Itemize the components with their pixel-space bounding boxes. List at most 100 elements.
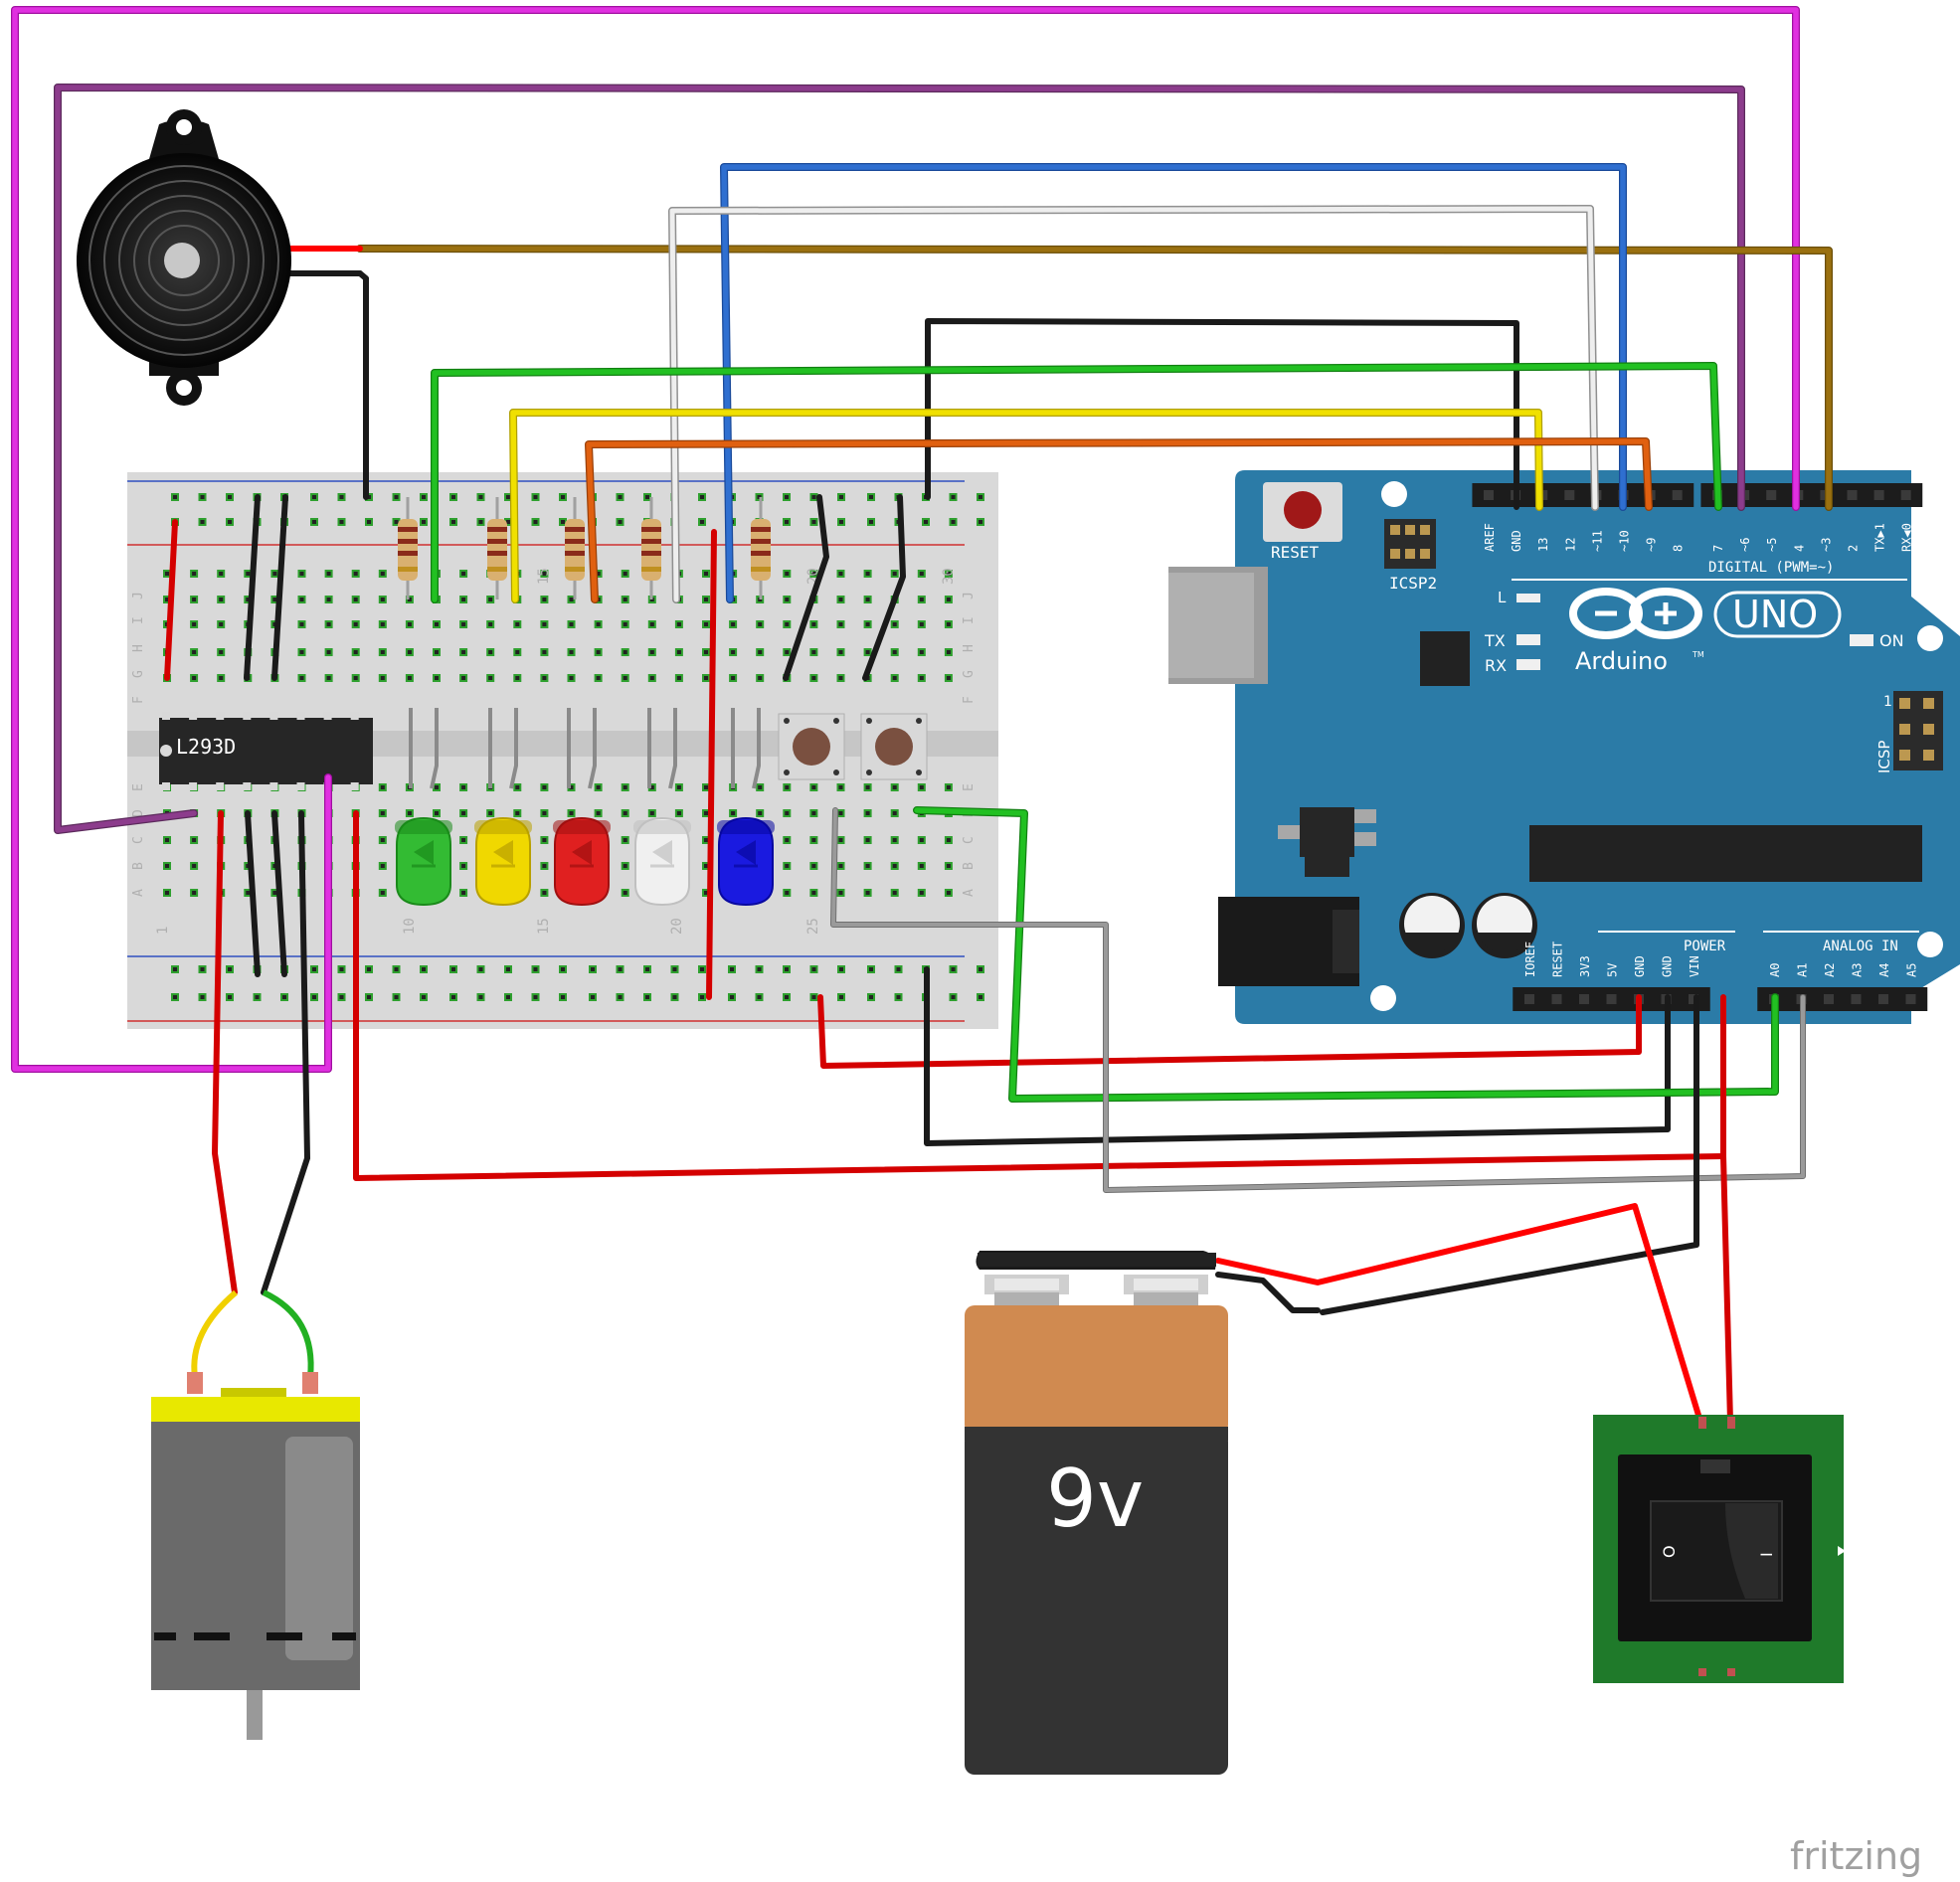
- reset-button[interactable]: [1263, 482, 1342, 542]
- header-pin[interactable]: [1551, 994, 1562, 1004]
- wire-green: [432, 363, 1721, 602]
- breadboard-hole-center: [219, 650, 224, 654]
- wire-red: [212, 810, 238, 1295]
- chip-pin: [296, 782, 305, 790]
- breadboard-rail-hole-center: [700, 995, 704, 999]
- capacitor: [1472, 893, 1537, 958]
- chip-pin: [162, 782, 170, 790]
- breadboard-hole-center: [165, 864, 169, 868]
- breadboard-hole-center: [946, 864, 951, 868]
- breadboard-rail-hole-center: [533, 495, 538, 499]
- breadboard-hole-center: [488, 650, 493, 654]
- wire-brown-shadow: [356, 245, 1833, 511]
- header-pin[interactable]: [1824, 994, 1834, 1004]
- breadboard-rail-hole-center: [228, 995, 232, 999]
- breadboard-hole-center: [623, 676, 627, 680]
- breadboard-hole-center: [219, 622, 224, 626]
- tx-label: TX: [1484, 631, 1506, 650]
- breadboard-hole-center: [407, 622, 412, 626]
- breadboard-hole-center: [407, 811, 412, 815]
- breadboard-hole-center: [326, 598, 331, 601]
- capacitor: [1399, 893, 1465, 958]
- breadboard-hole-center: [461, 650, 466, 654]
- header-pin[interactable]: [1672, 490, 1683, 500]
- header-pin[interactable]: [1878, 994, 1888, 1004]
- breadboard-rail-hole-center: [896, 967, 901, 971]
- header-pin[interactable]: [1579, 994, 1589, 1004]
- mounting-hole: [1370, 985, 1396, 1011]
- reset-label: RESET: [1271, 543, 1320, 562]
- yellow-led: [474, 708, 532, 907]
- rocker-switch[interactable]: [1593, 1415, 1846, 1683]
- breadboard-hole-center: [758, 650, 763, 654]
- chip-pin: [296, 712, 305, 720]
- breadboard-rail-hole-center: [757, 967, 762, 971]
- breadboard-rail-hole-center: [228, 520, 232, 524]
- breadboard-rail-hole-center: [533, 967, 538, 971]
- breadboard-hole-center: [838, 838, 843, 842]
- breadboard-hole-center: [704, 598, 708, 601]
- breadboard-hole-center: [461, 598, 466, 601]
- breadboard-rail-hole-center: [173, 967, 177, 971]
- header-pin[interactable]: [1847, 490, 1858, 500]
- breadboard-rail-hole-center: [339, 967, 344, 971]
- breadboard-rail-hole-center: [591, 967, 595, 971]
- header-pin[interactable]: [1851, 994, 1862, 1004]
- breadboard-hole-center: [435, 811, 439, 815]
- breadboard-rail-hole-center: [339, 995, 344, 999]
- resistors: [398, 497, 771, 599]
- wire-yellow: [510, 410, 1542, 602]
- header-pin[interactable]: [1905, 994, 1916, 1004]
- breadboard-hole-center: [192, 650, 197, 654]
- breadboard-hole-center: [165, 838, 169, 842]
- breadboard-hole-center: [811, 572, 816, 576]
- breadboard-hole-center: [192, 891, 197, 895]
- wire-black: [271, 810, 287, 977]
- breadboard-hole-center: [542, 785, 547, 789]
- breadboard-rail-hole-center: [618, 995, 623, 999]
- resistor: [751, 497, 771, 599]
- header-pin[interactable]: [1484, 490, 1494, 500]
- header-pin[interactable]: [1564, 490, 1575, 500]
- breadboard-hole-center: [461, 622, 466, 626]
- breadboard-rail-hole-center: [312, 520, 316, 524]
- breadboard-hole-center: [785, 650, 790, 654]
- breadboard-hole-center: [623, 811, 627, 815]
- header-pin[interactable]: [1766, 490, 1777, 500]
- breadboard-hole-center: [811, 622, 816, 626]
- breadboard-hole-center: [838, 598, 843, 601]
- pin-label: 2: [1847, 545, 1861, 552]
- breadboard-hole-center: [407, 650, 412, 654]
- header-pin[interactable]: [1873, 490, 1884, 500]
- icsp-header: [1893, 691, 1943, 770]
- chip-pin: [269, 782, 278, 790]
- icsp-label: ICSP: [1875, 741, 1893, 773]
- breadboard-rail-hole-center: [951, 967, 956, 971]
- column-number: 25: [805, 918, 821, 935]
- header-pin[interactable]: [1606, 994, 1617, 1004]
- breadboard-rail-hole-center: [839, 520, 843, 524]
- header-pin[interactable]: [1524, 994, 1534, 1004]
- breadboard-hole-center: [299, 622, 304, 626]
- resistor: [487, 497, 507, 599]
- breadboard-rail-hole-center: [173, 495, 177, 499]
- breadboard-rail-hole-center: [312, 967, 316, 971]
- breadboard-rail-hole-center: [591, 995, 595, 999]
- chip-pin: [350, 782, 359, 790]
- breadboard-rail-hole-center: [451, 495, 455, 499]
- chip-pin: [323, 712, 332, 720]
- trademark: TM: [1692, 650, 1704, 659]
- breadboard-hole-center: [946, 838, 951, 842]
- breadboard-hole-center: [246, 598, 251, 601]
- header-pin[interactable]: [1900, 490, 1911, 500]
- wire-red: [164, 519, 178, 681]
- push-button[interactable]: [778, 713, 845, 780]
- breadboard-hole-center: [461, 811, 466, 815]
- breadboard-hole-center: [649, 650, 654, 654]
- breadboard-hole-center: [192, 598, 197, 601]
- breadboard-rail-hole-center: [506, 495, 510, 499]
- chip-pin: [216, 712, 225, 720]
- wire-green: [914, 807, 1778, 1102]
- push-button[interactable]: [860, 713, 928, 780]
- breadboard-hole-center: [542, 838, 547, 842]
